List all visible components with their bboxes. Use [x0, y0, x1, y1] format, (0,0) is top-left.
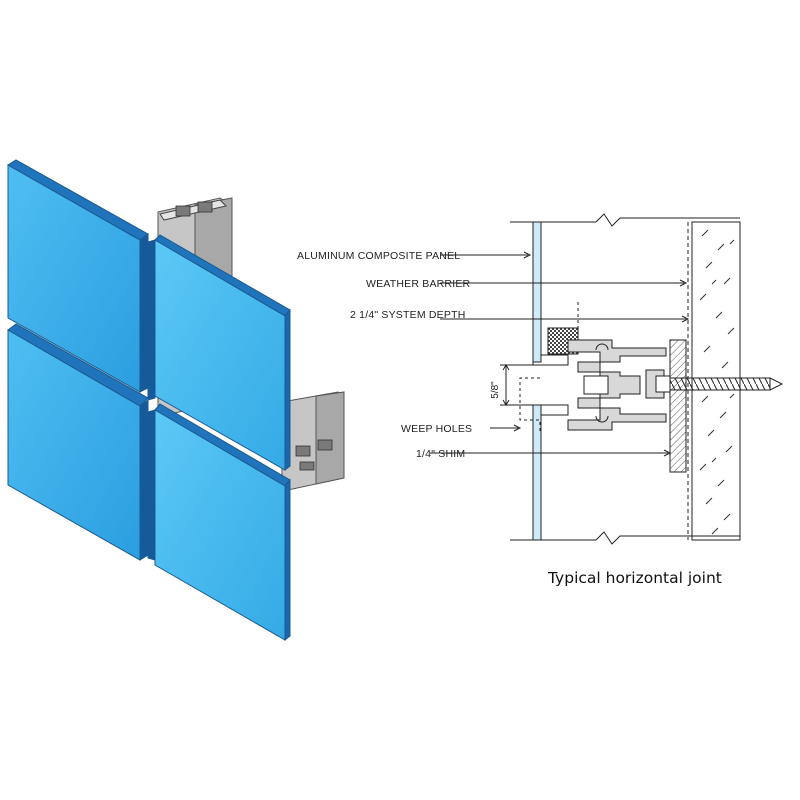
dimension-label: 5/8": [490, 381, 501, 399]
extrusion-profile: [567, 339, 667, 431]
dimension-5-8: 5/8": [490, 364, 535, 406]
label-weep-holes: WEEP HOLES: [401, 423, 472, 435]
label-weather-barrier: WEATHER BARRIER: [366, 278, 471, 290]
panel-top-left: [7, 159, 149, 393]
label-shim: 1/4" SHIM: [416, 448, 465, 460]
panel-bottom-left: [7, 323, 149, 561]
upper-panel-section: [510, 221, 596, 366]
diagram-caption: Typical horizontal joint: [547, 569, 722, 587]
lower-panel-section: [510, 404, 596, 541]
panel-top-right: [147, 234, 291, 472]
section-detail-drawing: 5/8" ALUMINUM COMPOSITE PANEL WEATHER BA…: [297, 213, 784, 587]
leader-lines: [430, 251, 690, 457]
horizontal-extrusion: [281, 391, 345, 491]
fastener-screw: [655, 375, 784, 393]
panel-assembly-illustration: [7, 159, 345, 642]
label-aluminum-composite-panel: ALUMINUM COMPOSITE PANEL: [297, 250, 460, 262]
weep-path: [519, 302, 579, 432]
label-system-depth: 2 1/4" SYSTEM DEPTH: [350, 309, 465, 321]
shim: [669, 339, 687, 473]
panel-bottom-right: [147, 403, 291, 642]
